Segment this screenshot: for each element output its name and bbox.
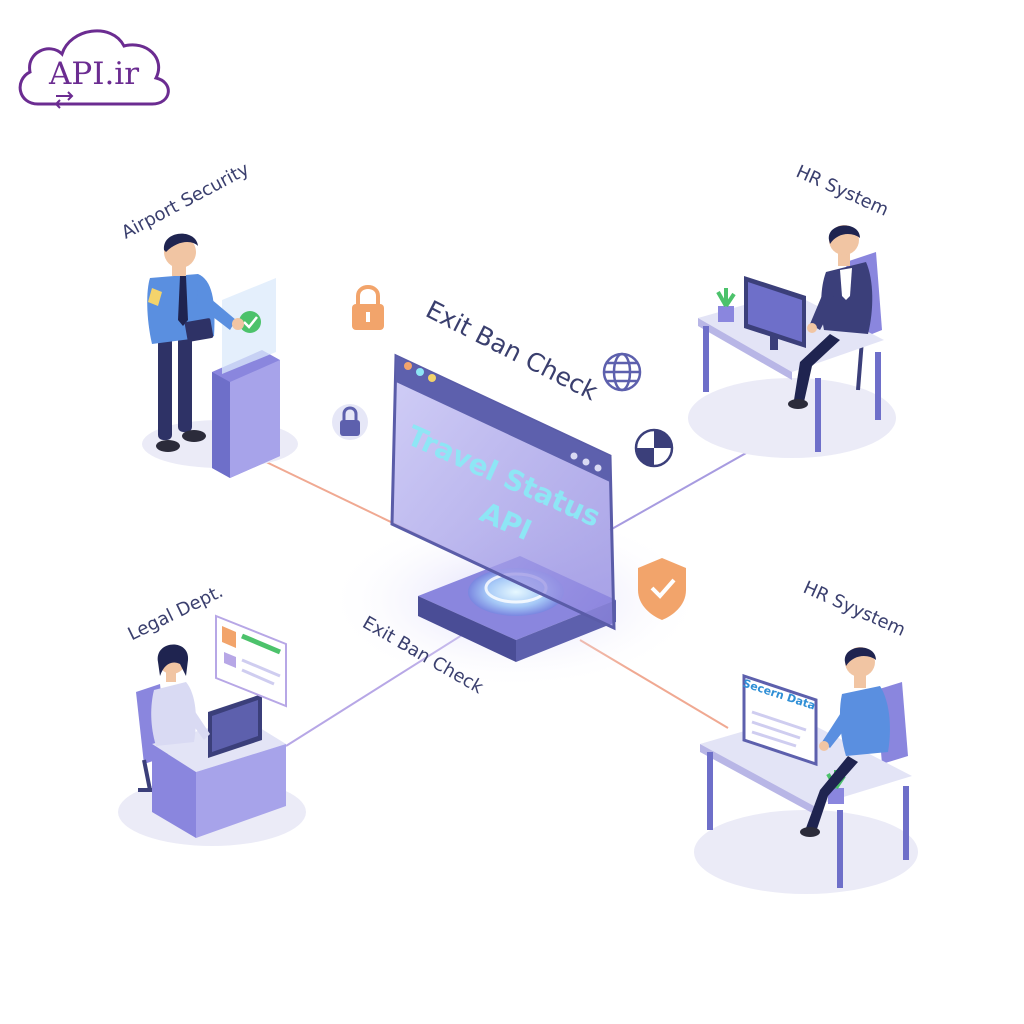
padlock-icon <box>332 404 368 440</box>
legal-worker <box>151 644 210 746</box>
api-hub[interactable]: Travel Status API <box>325 353 705 690</box>
pie-chart-icon <box>634 428 674 468</box>
hr-system-top-label: HR System <box>793 161 892 220</box>
hr-system-bottom-label: HR Syystem <box>800 577 909 641</box>
hub-screen-topbar <box>396 356 610 482</box>
hr-worker-bottom <box>800 647 890 837</box>
hr-system-bottom-node[interactable]: Secern Data <box>694 647 918 894</box>
cloud-arrows-icon <box>54 91 74 109</box>
security-officer <box>147 233 244 452</box>
legal-dept-node[interactable] <box>118 614 306 846</box>
airport-security-label: Airport Security <box>118 159 253 244</box>
cloud-outline <box>18 29 170 106</box>
hub-screen <box>390 353 616 631</box>
plant-icon <box>716 288 736 322</box>
window-dots <box>404 362 602 472</box>
padlock-icon <box>352 285 384 330</box>
globe-icon <box>602 352 642 392</box>
airport-security-node[interactable] <box>142 233 298 478</box>
legal-dept-label: Legal Dept. <box>125 581 227 645</box>
hr-system-top-node[interactable] <box>688 225 896 458</box>
checkmark-icon <box>239 311 261 333</box>
logo-text: API.ir <box>48 56 139 92</box>
floating-document <box>215 614 287 708</box>
hr-worker-top <box>788 225 873 409</box>
brand-logo[interactable]: API.ir <box>18 29 170 109</box>
shield-check-icon <box>638 558 686 620</box>
